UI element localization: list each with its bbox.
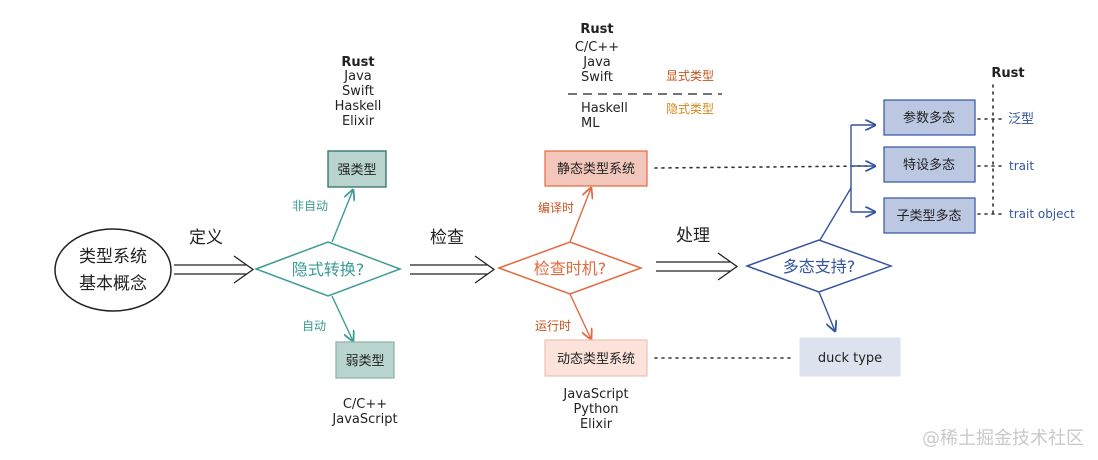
dynamic-type-box [544, 339, 648, 377]
compile-time-label: 编译时 [538, 200, 574, 215]
static-lang: Rust [580, 22, 613, 37]
implicit-type-label: 隐式类型 [666, 102, 714, 116]
arrow-to-dynamic [569, 293, 591, 339]
weak-type-box [335, 341, 395, 379]
root-label-line2: 基本概念 [79, 273, 147, 294]
auto-label: 自动 [302, 319, 326, 333]
explicit-type-label: 显式类型 [666, 69, 714, 83]
weak-lang: C/C++ [343, 397, 387, 412]
static-explicit-langs: Rust C/C++ Java Swift [575, 22, 619, 85]
check-timing-diamond [496, 241, 644, 295]
root-label-line1: 类型系统 [79, 247, 147, 267]
duck-type-label: duck type [818, 351, 882, 366]
static-lang: Java [582, 55, 610, 70]
rust-generic-label: 泛型 [1008, 112, 1034, 127]
poly-box-adhoc [883, 146, 976, 183]
polymorphism-branches [818, 125, 875, 331]
static-lang: C/C++ [575, 40, 619, 55]
duck-type-box [799, 337, 901, 377]
strong-lang: Java [343, 69, 371, 84]
strong-lang: Swift [342, 84, 374, 99]
strong-type-box [327, 150, 387, 188]
dotted-static-to-poly [654, 165, 871, 169]
double-arrow-define [174, 255, 255, 284]
dynamic-lang: Elixir [580, 417, 613, 432]
root-ellipse [54, 228, 172, 312]
static-lang: Swift [581, 70, 613, 85]
poly-box-subtype [883, 197, 976, 234]
weak-langs: C/C++ JavaScript [331, 397, 397, 427]
poly-label-parametric: 参数多态 [903, 110, 955, 126]
watermark: @稀土掘金技术社区 [922, 428, 1084, 449]
poly-box-parametric [883, 99, 976, 136]
dynamic-langs: JavaScript Python Elixir [562, 387, 628, 432]
dynamic-lang: Python [573, 402, 618, 417]
implicit-conversion-diamond [253, 241, 403, 297]
polymorphism-diamond [744, 239, 894, 293]
strong-lang: Haskell [335, 99, 382, 114]
arrow-to-strong [331, 190, 353, 243]
static-implicit-lang: Haskell [581, 101, 628, 116]
static-type-label: 静态类型系统 [557, 162, 635, 177]
run-time-label: 运行时 [535, 319, 571, 333]
arrow-to-weak [331, 295, 353, 341]
strong-lang: Rust [341, 55, 374, 70]
strong-type-label: 强类型 [337, 163, 376, 178]
poly-label-adhoc: 特设多态 [903, 157, 955, 173]
weak-type-label: 弱类型 [345, 354, 384, 369]
arrow-to-static [569, 188, 591, 243]
strong-lang: Elixir [342, 114, 375, 129]
double-arrow-handle [656, 252, 739, 281]
polymorphism-label: 多态支持? [783, 257, 856, 276]
step-handle-label: 处理 [676, 226, 710, 246]
implicit-conversion-label: 隐式转换? [292, 260, 365, 279]
step-check-label: 检查 [430, 228, 464, 248]
static-implicit-langs: Haskell ML [581, 101, 628, 131]
rust-trait-object-label: trait object [1009, 207, 1075, 221]
rust-trait-label: trait [1009, 159, 1034, 173]
double-arrow-check [410, 255, 496, 284]
non-auto-label: 非自动 [292, 199, 328, 213]
step-define-label: 定义 [189, 228, 223, 248]
strong-langs: Rust Java Swift Haskell Elixir [335, 55, 382, 129]
static-type-box [544, 150, 648, 187]
dynamic-lang: JavaScript [562, 387, 628, 402]
check-timing-label: 检查时机? [534, 259, 607, 278]
poly-rust-header: Rust [991, 66, 1024, 81]
weak-lang: JavaScript [331, 412, 397, 427]
poly-label-subtype: 子类型多态 [896, 208, 961, 224]
rust-dotted-connectors [977, 118, 1005, 215]
dynamic-type-label: 动态类型系统 [557, 352, 635, 367]
static-implicit-lang: ML [581, 116, 600, 131]
